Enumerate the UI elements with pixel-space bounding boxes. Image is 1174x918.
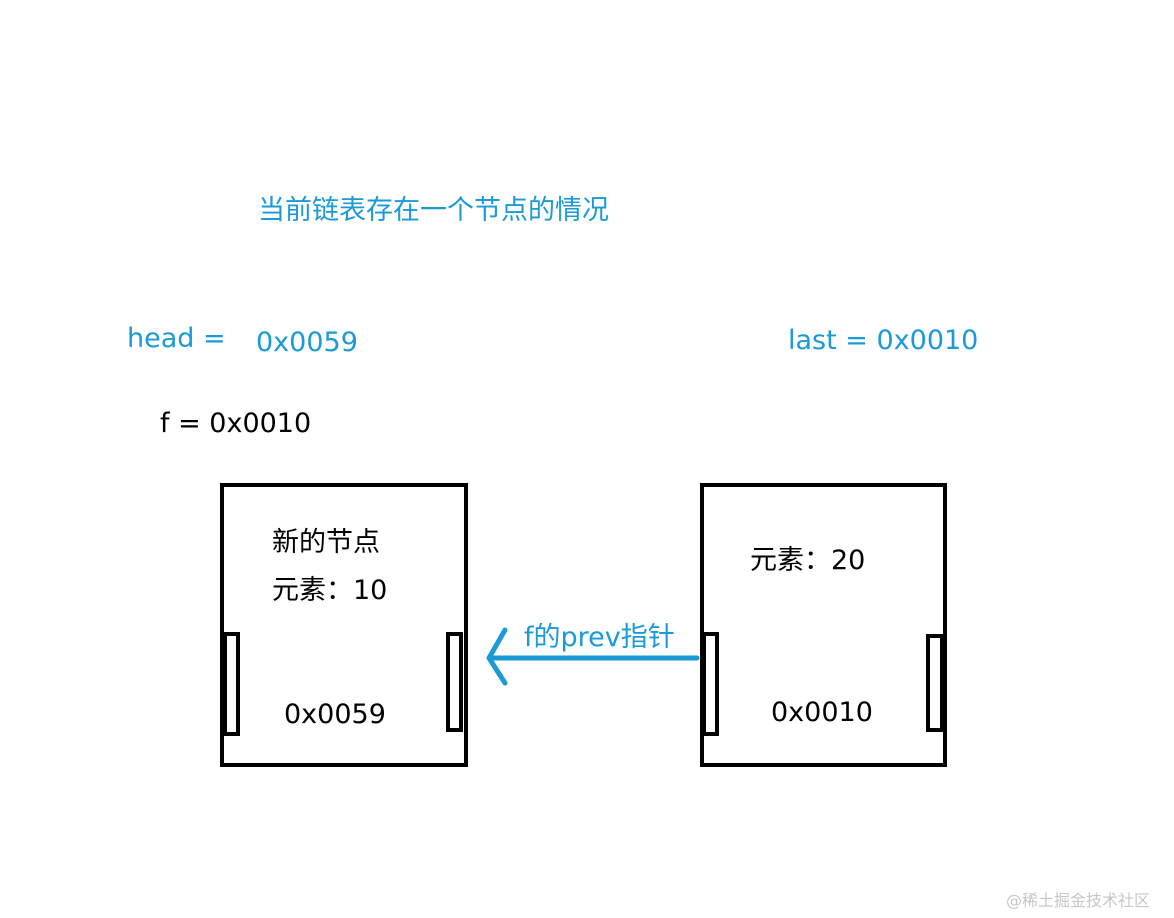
prev-pointer-arrow-head [486, 627, 508, 686]
new-node-element: 元素：10 [272, 575, 388, 606]
f-label: f = 0x0010 [160, 408, 312, 439]
new-node-caption: 新的节点 [272, 527, 380, 558]
new-node-prev-slot [223, 632, 240, 736]
new-node-box [220, 483, 468, 767]
arrow-label: f的prev指针 [524, 622, 675, 653]
new-node-next-slot [446, 632, 463, 732]
head-value: 0x0059 [256, 327, 358, 358]
old-node-next-slot [926, 634, 944, 732]
prev-pointer-arrow [486, 627, 700, 686]
old-node-box [700, 483, 947, 767]
old-node-element: 元素：20 [750, 545, 866, 576]
old-node-address: 0x0010 [771, 697, 873, 728]
new-node-address: 0x0059 [284, 699, 386, 730]
head-label: head = [127, 323, 226, 354]
watermark: @稀土掘金技术社区 [1006, 891, 1151, 910]
old-node-prev-slot [702, 632, 719, 736]
diagram-title: 当前链表存在一个节点的情况 [258, 195, 609, 226]
last-label: last = 0x0010 [788, 325, 979, 356]
